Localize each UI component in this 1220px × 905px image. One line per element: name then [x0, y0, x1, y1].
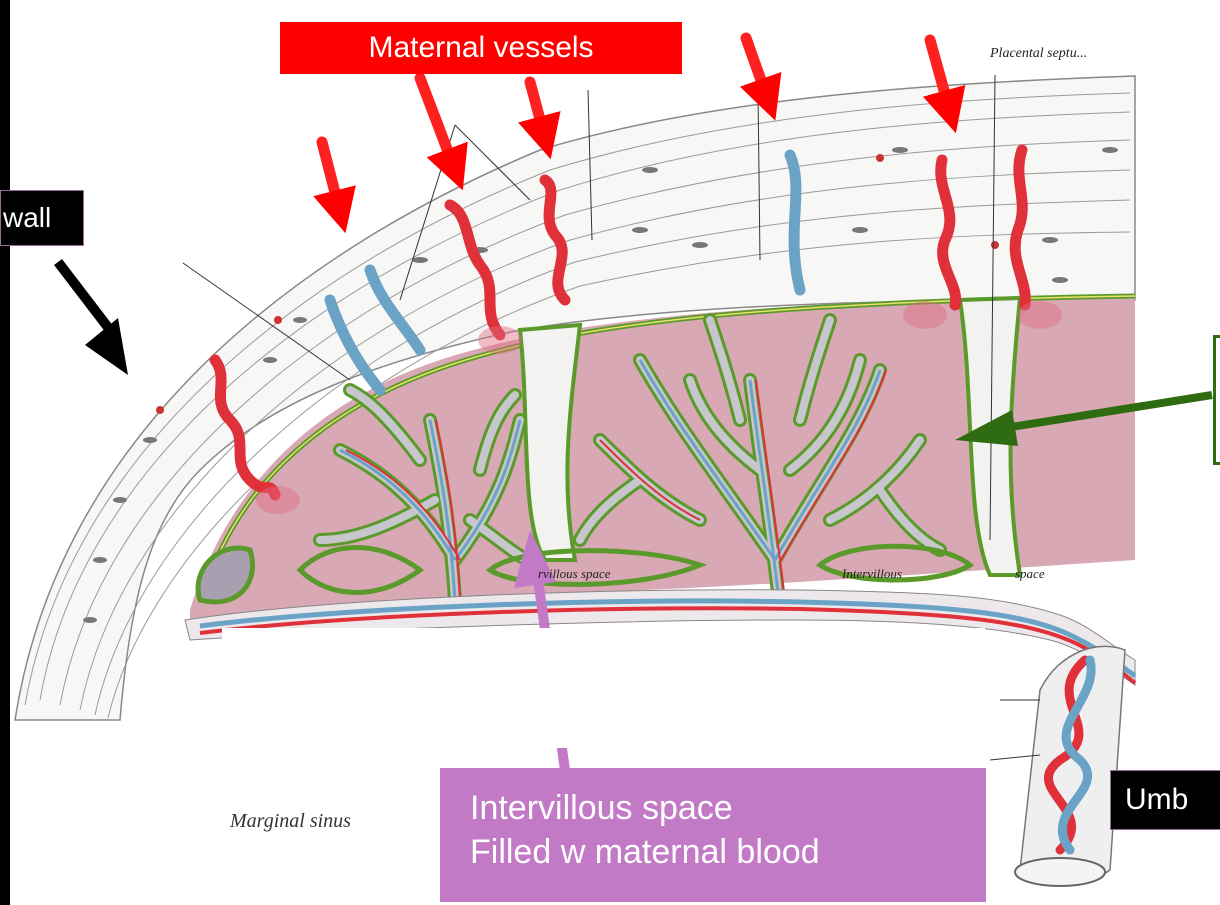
wall-label-text: wall [3, 202, 51, 233]
maternal-vessels-label-text: Maternal vessels [368, 31, 593, 64]
wall-arrow [58, 262, 128, 375]
wall-label: wall [0, 190, 84, 246]
intervillous-text-right: Intervillous [842, 566, 902, 582]
placental-septum-text: Placental septu... [990, 46, 1087, 62]
cord-cross-section [1015, 858, 1105, 886]
left-edge-strip [0, 0, 10, 905]
villi-label-box [1213, 335, 1220, 465]
marginal-sinus-text: Marginal sinus [230, 810, 351, 833]
intervillous-space-label-line2: Filled w maternal blood [470, 830, 986, 874]
intervillous-space-label-line1: Intervillous space [470, 786, 986, 830]
umbilical-label: Umb [1110, 770, 1220, 830]
umbilical-label-text: Umb [1125, 783, 1188, 816]
maternal-vessels-label: Maternal vessels [280, 22, 682, 74]
intervillous-space-label: Intervillous space Filled w maternal blo… [440, 768, 986, 902]
space-text-right: space [1015, 566, 1045, 582]
blank-overlay [222, 628, 985, 748]
intervillous-text-left: rvillous space [538, 566, 611, 582]
